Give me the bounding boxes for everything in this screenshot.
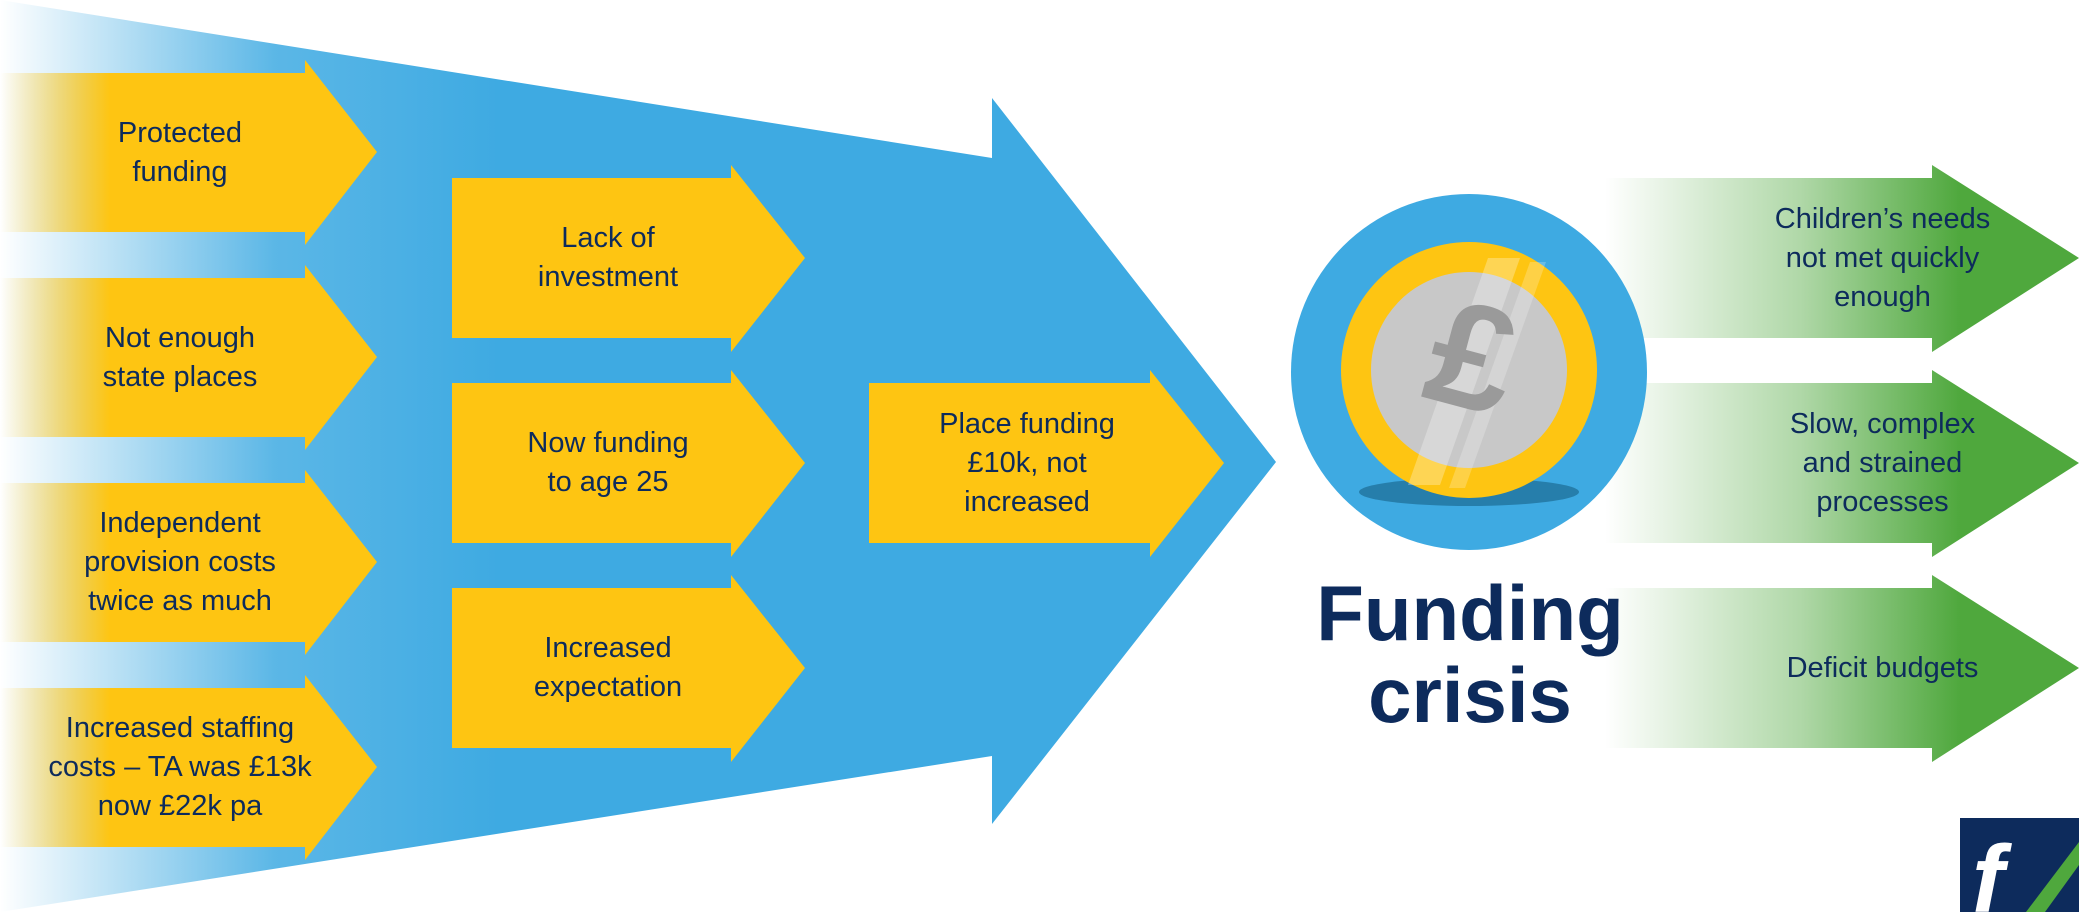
center-arrow (869, 370, 1224, 557)
outer-arrow-1 (0, 60, 377, 245)
f40-logo-icon: f (1960, 818, 2079, 912)
outer-arrow-4 (0, 675, 377, 860)
inner-arrow-2 (452, 370, 805, 557)
effect-arrows (1605, 165, 2079, 762)
funding-crisis-title: Funding crisis (1316, 569, 1624, 739)
cause-staffing-costs: Increased staffing costs – TA was £13k n… (48, 712, 312, 822)
effect-needs-not-met: Children’s needs not met quickly enough (1774, 202, 1991, 313)
cause-lack-of-investment: Lack of investment (537, 222, 679, 293)
pound-coin-icon: £ (1291, 194, 1647, 550)
inner-arrow-3 (452, 575, 805, 762)
effect-deficit-budgets: Deficit budgets (1786, 651, 1979, 684)
outer-arrows (0, 60, 377, 860)
outer-arrow-2 (0, 265, 377, 450)
cause-increased-expectation: Increased expectation (533, 632, 683, 703)
outer-arrow-3 (0, 470, 377, 655)
cause-funding-to-25: Now funding to age 25 (527, 427, 689, 498)
effect-slow-processes: Slow, complex and strained processes (1789, 407, 1976, 518)
cause-protected-funding: Protected funding (117, 116, 243, 188)
cause-independent-provision: Independent provision costs twice as muc… (84, 507, 276, 617)
effect-arrow-2 (1605, 370, 2079, 557)
effect-arrow-1 (1605, 165, 2079, 352)
effect-arrow-3 (1605, 575, 2079, 762)
cause-place-funding: Place funding £10k, not increased (939, 407, 1115, 518)
inner-arrows (452, 165, 805, 762)
cause-state-places: Not enough state places (102, 321, 258, 393)
inner-arrow-1 (452, 165, 805, 352)
